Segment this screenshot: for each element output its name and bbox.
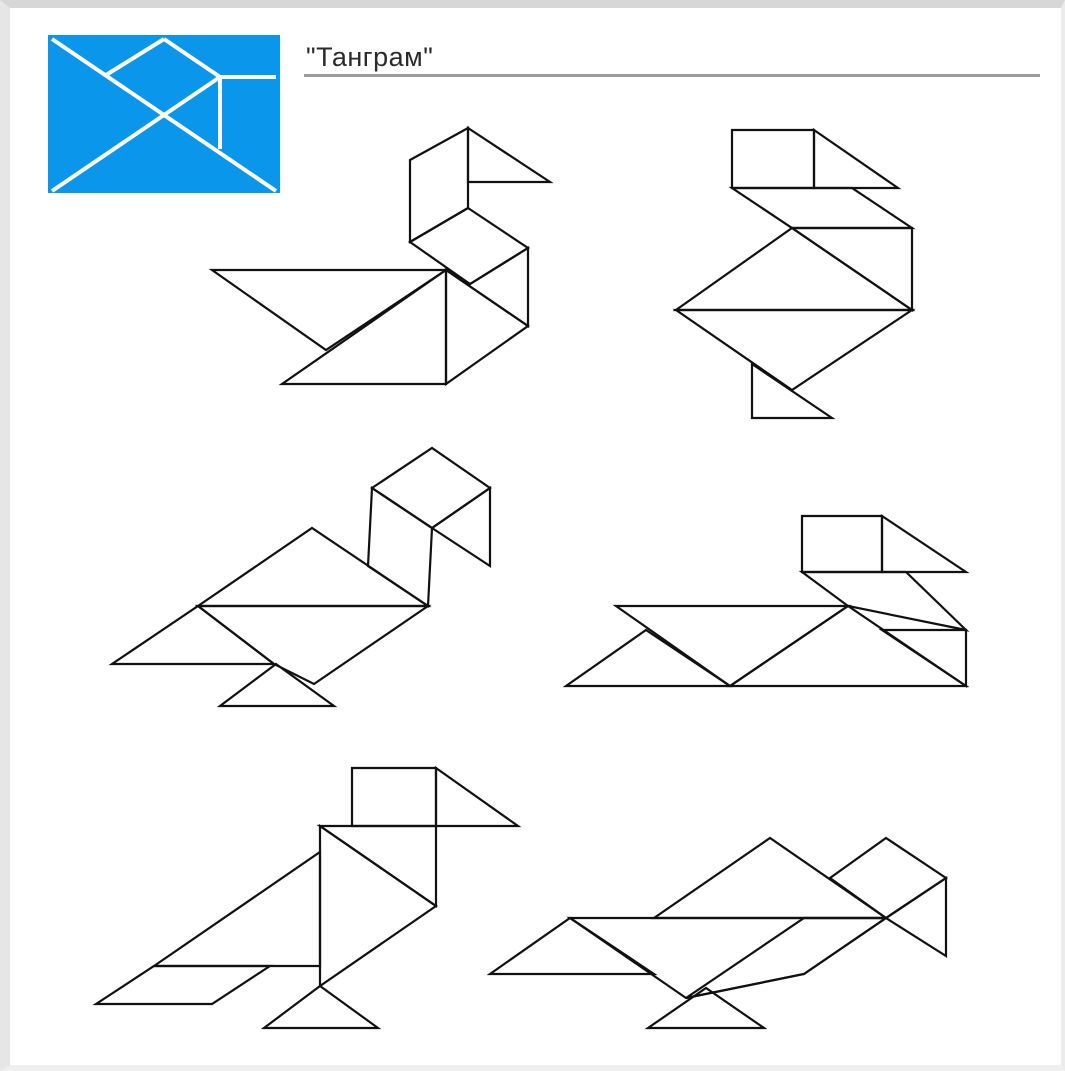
heron-tail <box>96 966 270 1004</box>
goose-upper-body <box>676 228 912 310</box>
heron-beak <box>436 768 518 826</box>
swimmer-beak <box>882 516 966 572</box>
swan-tail <box>212 270 446 350</box>
figure-flying-bird <box>490 838 946 1028</box>
flyer-beak <box>886 878 946 956</box>
duck-beak <box>432 488 490 566</box>
swan-breast <box>446 270 528 384</box>
heron-head <box>352 768 436 826</box>
swimmer-breast <box>882 630 966 686</box>
swan-beak <box>468 128 550 182</box>
swimmer-head <box>802 516 882 572</box>
duck-foot <box>220 664 334 706</box>
goose-lower-body <box>676 310 912 390</box>
flyer-tail <box>490 918 654 974</box>
flyer-head <box>830 838 946 918</box>
heron-back <box>154 852 320 966</box>
swan-neck-square <box>446 248 528 326</box>
swimmer-tail <box>566 630 730 686</box>
heron-chest <box>320 826 436 986</box>
goose-neck <box>732 188 912 228</box>
swimmer-back <box>616 606 848 686</box>
swan-body <box>282 270 446 384</box>
figure-swan <box>212 128 550 384</box>
duck-tail <box>112 606 274 664</box>
duck-belly <box>198 606 428 684</box>
heron-foot <box>264 986 378 1028</box>
flyer-body <box>570 918 886 998</box>
goose-head <box>732 130 814 188</box>
figure-duck <box>112 448 490 706</box>
swimmer-body <box>730 606 966 686</box>
figure-goose <box>676 130 912 418</box>
swan-neck <box>410 208 528 284</box>
figure-heron <box>96 768 518 1028</box>
figure-swimming-bird <box>566 516 966 686</box>
flyer-belly <box>686 918 886 998</box>
goose-beak <box>814 130 898 188</box>
duck-head <box>372 448 490 528</box>
flyer-wing <box>654 838 886 918</box>
duck-back <box>198 528 428 606</box>
